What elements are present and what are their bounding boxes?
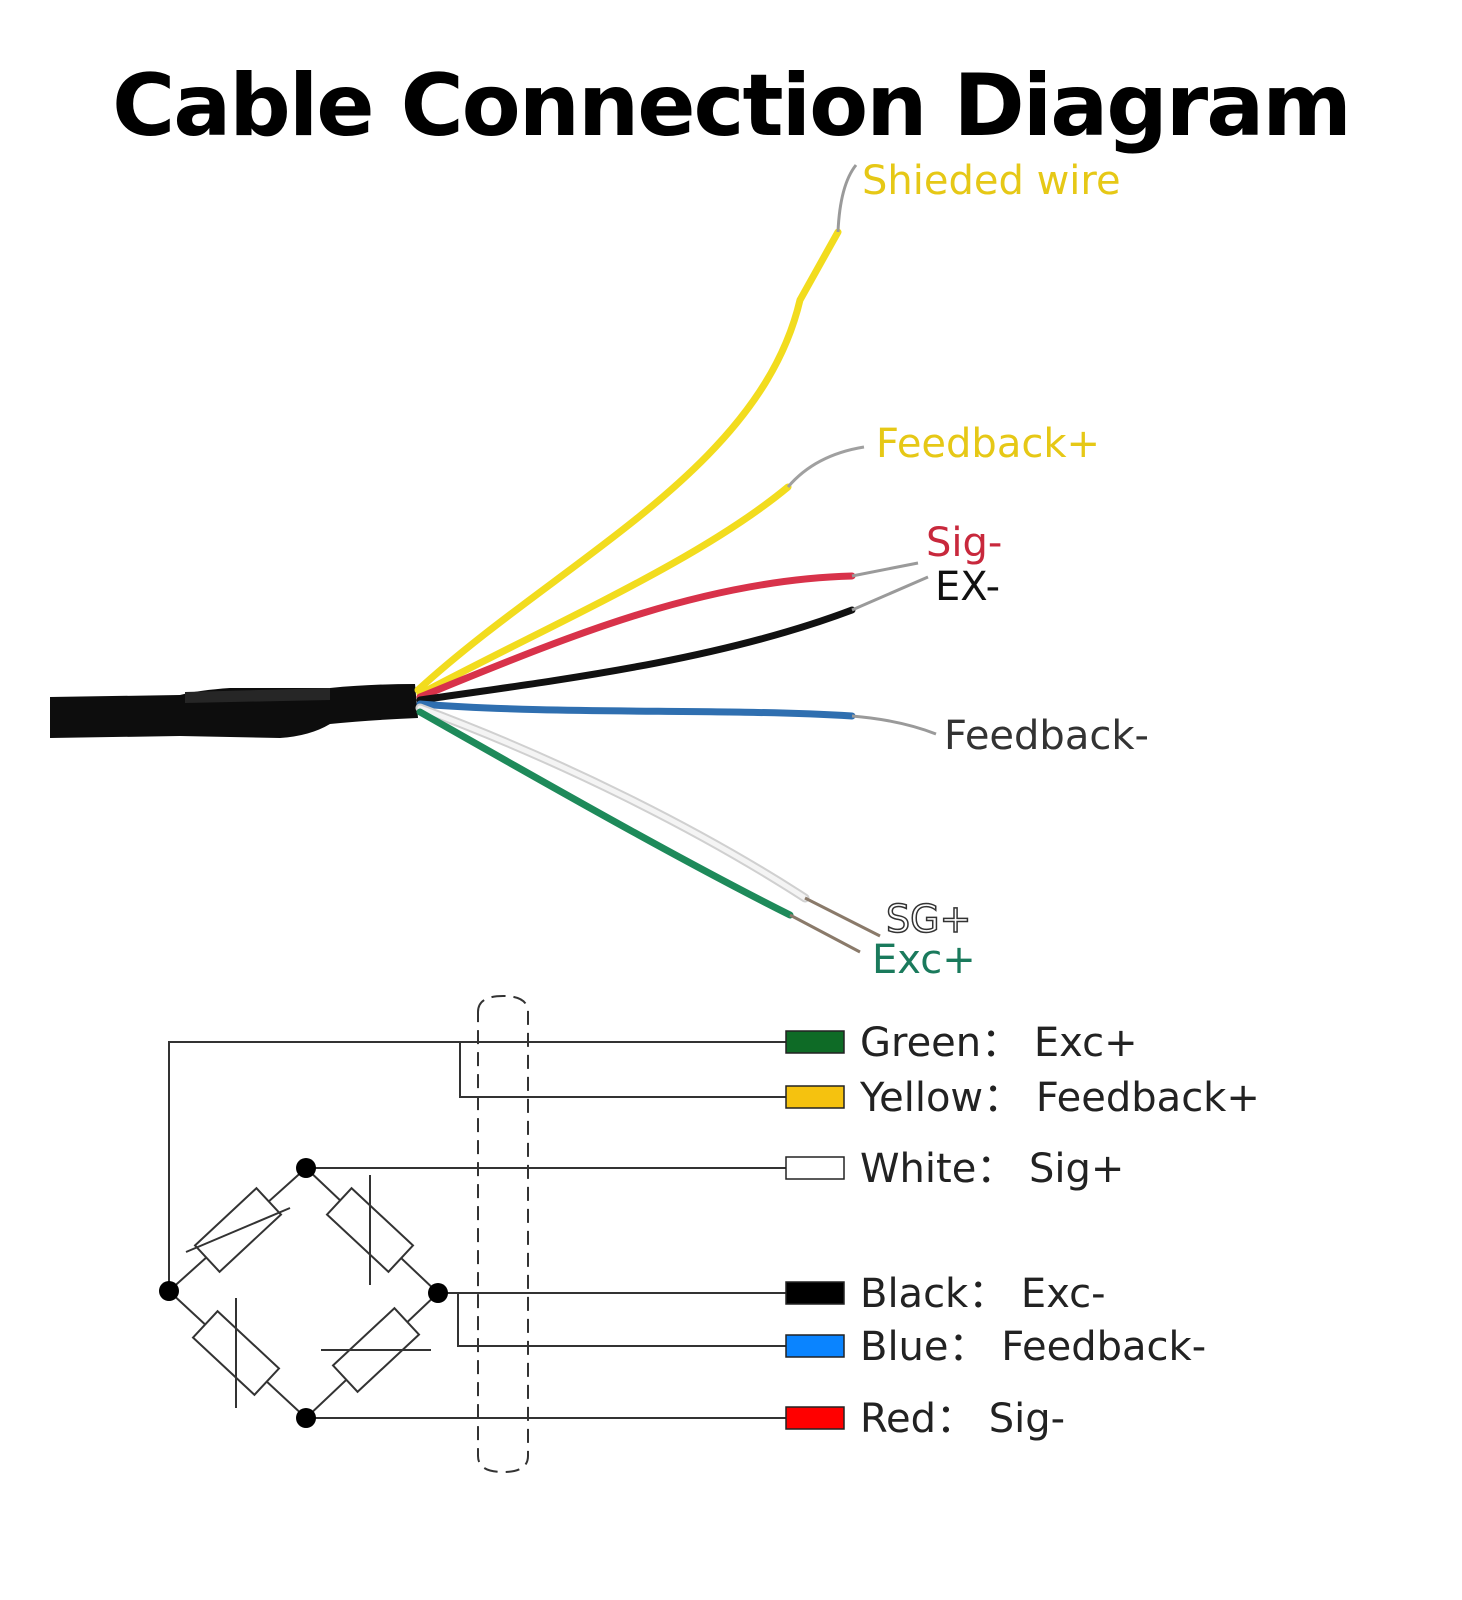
wire-sig-plus-strand — [804, 896, 881, 938]
rail-feedback-minus — [457, 1293, 786, 1347]
node-right — [428, 1283, 448, 1303]
legend-label-white: White： Sig+ — [860, 1146, 1124, 1192]
wire-feedback-minus-strand — [851, 714, 937, 736]
node-bottom — [296, 1408, 316, 1428]
resistor-upper-right — [325, 1175, 415, 1285]
legend-label-green: Green： Exc+ — [860, 1020, 1138, 1066]
legend-swatch-yellow — [785, 1085, 845, 1109]
cable-sleeve-highlight — [185, 688, 330, 703]
label-feedback-minus: Feedback- — [944, 713, 1149, 759]
rail-exc-plus — [168, 1041, 786, 1291]
wire-feedback-minus — [416, 700, 856, 720]
legend-swatch-blue — [785, 1334, 845, 1358]
resistor-lower-left — [191, 1298, 281, 1408]
wire-shielded — [414, 228, 842, 694]
label-feedback-plus: Feedback+ — [876, 421, 1100, 467]
label-sg-plus: SG+ — [886, 897, 971, 941]
label-shielded-wire: Shieded wire — [862, 158, 1121, 204]
legend-label-yellow: Yellow： Feedback+ — [859, 1075, 1260, 1121]
node-top — [296, 1158, 316, 1178]
bridge-diamond — [167, 1166, 440, 1420]
legend-label-red: Red： Sig- — [860, 1396, 1065, 1442]
shield-cylinder — [477, 994, 529, 1474]
legend-swatch-white — [785, 1156, 845, 1180]
wire-sig-plus-inner — [417, 705, 808, 901]
page-title: Cable Connection Diagram — [112, 56, 1350, 156]
legend: Green： Exc+ Yellow： Feedback+ White： Sig+ B… — [785, 1020, 1260, 1442]
node-left — [159, 1281, 179, 1301]
resistor-upper-left — [185, 1186, 291, 1274]
wire-feedback-plus-strand — [786, 445, 865, 488]
wire-ex-minus-strand — [851, 575, 929, 612]
rail-feedback-plus — [459, 1042, 786, 1098]
legend-swatch-black — [785, 1281, 845, 1305]
label-sig-minus: Sig- — [926, 520, 1002, 566]
label-exc-plus: Exc+ — [872, 937, 976, 983]
wire-sig-plus — [415, 703, 810, 903]
wire-shielded-strand — [836, 164, 858, 233]
wire-sig-minus-strand — [851, 561, 919, 578]
cable-illustration — [50, 164, 937, 954]
wire-sig-minus — [416, 572, 856, 701]
resistor-lower-right — [321, 1306, 431, 1394]
wire-ex-minus — [416, 606, 856, 704]
wire-exc-plus-strand — [789, 913, 861, 954]
legend-label-black: Black： Exc- — [860, 1271, 1106, 1317]
bridge-nodes — [159, 1158, 448, 1428]
legend-swatch-red — [785, 1406, 845, 1430]
schematic — [167, 994, 786, 1474]
legend-swatch-green — [785, 1030, 845, 1054]
label-ex-minus: EX- — [935, 564, 1000, 610]
wire-exc-plus — [416, 708, 794, 919]
legend-label-blue: Blue： Feedback- — [860, 1324, 1206, 1370]
wire-feedback-plus — [416, 483, 792, 698]
